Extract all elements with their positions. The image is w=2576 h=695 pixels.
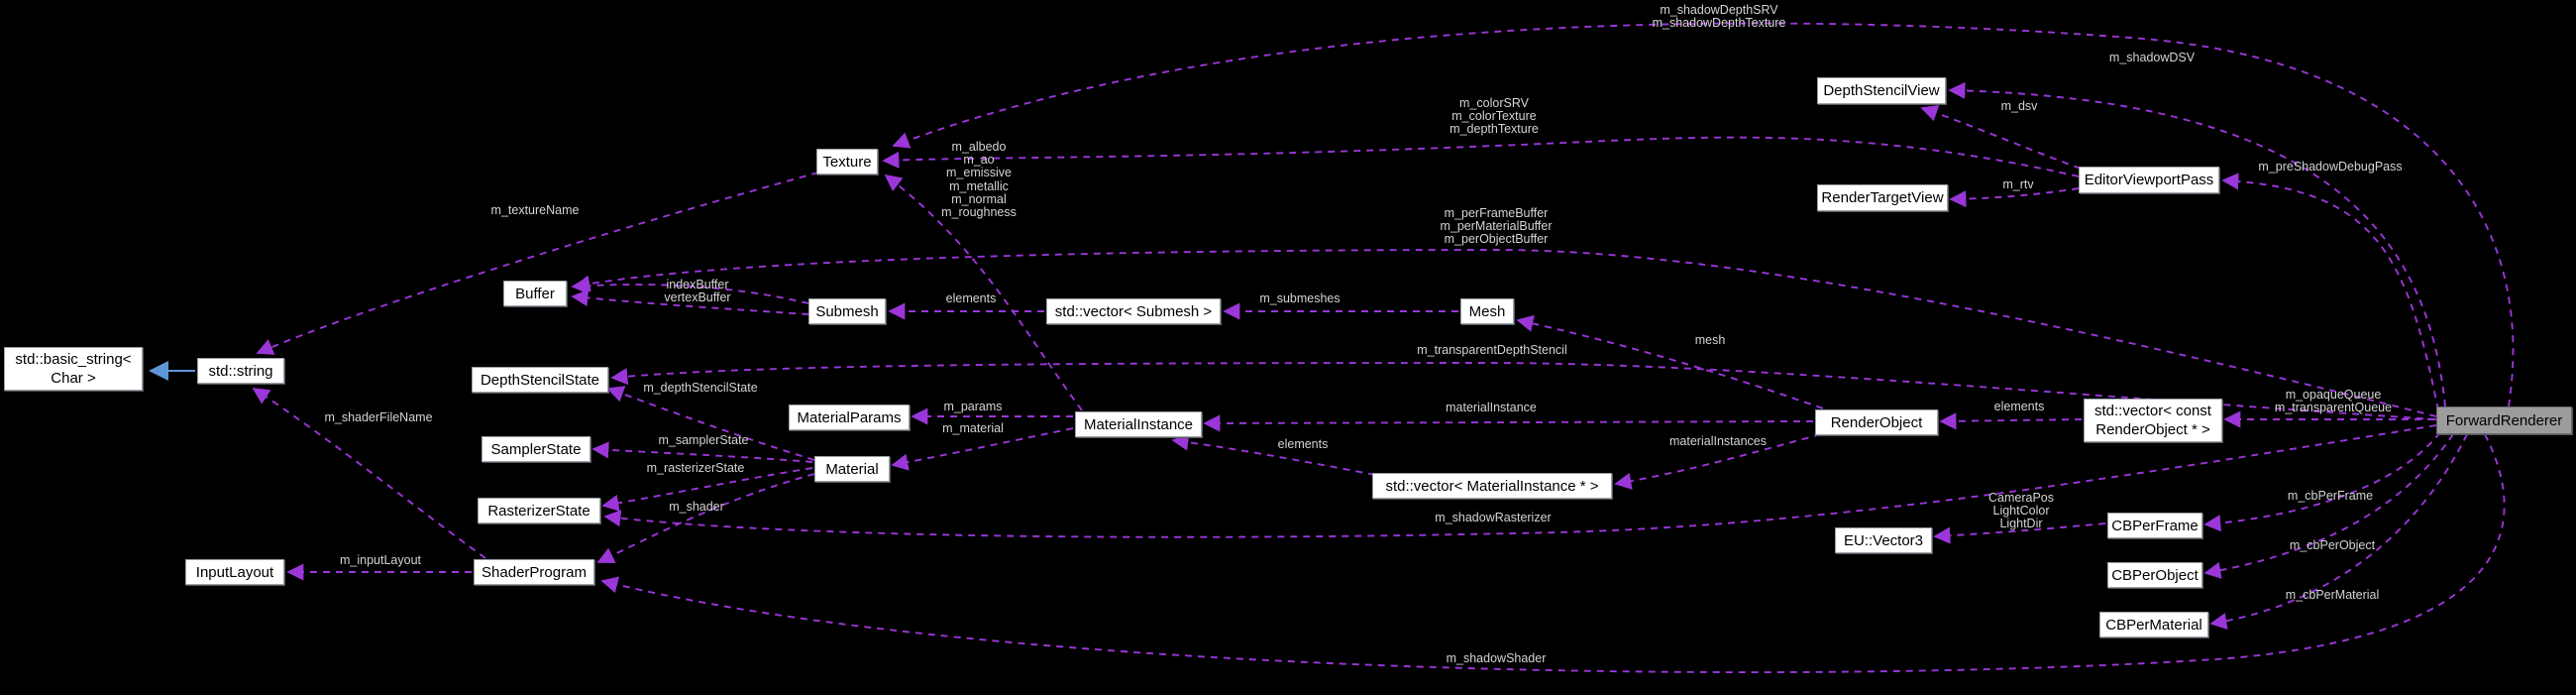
edge-m-shadow-depth-srv-label: m_shadowDepthSRV m_shadowDepthTexture xyxy=(1652,3,1786,31)
edge-m-shadow-shader-label: m_shadowShader xyxy=(1446,651,1547,665)
edge-m-rasterizer-state-label: m_rasterizerState xyxy=(646,461,745,475)
node-depth-stencil-state[interactable]: DepthStencilState xyxy=(472,367,608,393)
edge-m-cb-per-frame xyxy=(2203,431,2441,532)
edge-m-texture-name-label: m_textureName xyxy=(490,203,580,217)
edge-m-depth-stencil-state xyxy=(606,386,815,461)
edge-elements-material-instance xyxy=(1171,433,1376,476)
edge-elements-material-instance-label: elements xyxy=(1277,437,1329,451)
node-render-target-view[interactable]: RenderTargetView xyxy=(1817,184,1948,211)
edge-m-albedo-label: m_albedo m_ao m_emissive m_metallic m_no… xyxy=(941,140,1017,220)
edge-m-transparent-depth-stencil xyxy=(610,362,2437,420)
edge-mesh-label: mesh xyxy=(1694,333,1726,347)
edge-m-dsv xyxy=(1920,104,2082,170)
node-cb-per-material[interactable]: CBPerMaterial xyxy=(2099,612,2208,637)
edge-m-albedo xyxy=(884,174,1083,411)
edge-m-sampler-state-label: m_samplerState xyxy=(658,433,749,447)
node-std-basic-string[interactable]: std::basic_string< Char > xyxy=(4,347,143,391)
edge-elements-render-object xyxy=(1939,412,2083,430)
node-submesh[interactable]: Submesh xyxy=(808,298,886,324)
edge-m-shadow-dsv xyxy=(1948,81,2446,407)
edge-m-transparent-depth-stencil-label: m_transparentDepthStencil xyxy=(1417,343,1567,357)
edge-vertex-buffer xyxy=(571,289,809,315)
node-vector-submesh[interactable]: std::vector< Submesh > xyxy=(1046,298,1221,324)
edge-material-instances xyxy=(1614,433,1822,490)
edge-m-rtv xyxy=(1949,187,2080,208)
edge-m-dsv-label: m_dsv xyxy=(2000,99,2038,113)
edge-m-params-label: m_params xyxy=(943,400,1003,413)
edge-elements-render-object-label: elements xyxy=(1993,400,2045,413)
edge-m-shadow-rasterizer-label: m_shadowRasterizer xyxy=(1435,511,1552,524)
edge-m-color-srv-label: m_colorSRV m_colorTexture m_depthTexture xyxy=(1449,96,1539,137)
edge-m-sampler-state xyxy=(591,441,813,463)
node-render-object[interactable]: RenderObject xyxy=(1815,409,1938,435)
edge-material-instance-label: materialInstance xyxy=(1446,401,1537,414)
node-depth-stencil-view[interactable]: DepthStencilView xyxy=(1817,77,1946,104)
edge-m-rasterizer-state xyxy=(601,467,813,512)
node-input-layout[interactable]: InputLayout xyxy=(185,559,284,585)
edge-camera-pos-label: CameraPos LightColor LightDir xyxy=(1988,491,2054,531)
edge-m-shadow-dsv-label: m_shadowDSV xyxy=(2108,51,2196,64)
edge-m-shader-label: m_shader xyxy=(669,500,724,514)
edge-m-per-frame-buffer xyxy=(573,249,2437,417)
edge-m-cb-per-material xyxy=(2209,433,2468,630)
node-shader-program[interactable]: ShaderProgram xyxy=(474,559,594,585)
node-buffer[interactable]: Buffer xyxy=(503,281,567,306)
edge-m-cb-per-object xyxy=(2203,433,2454,579)
node-mesh[interactable]: Mesh xyxy=(1460,298,1514,324)
node-eu-vector3[interactable]: EU::Vector3 xyxy=(1835,527,1932,553)
edge-m-per-frame-buffer-label: m_perFrameBuffer m_perMaterialBuffer m_p… xyxy=(1440,206,1553,247)
edge-m-shadow-shader xyxy=(600,433,2506,674)
edge-m-shadow-depth-srv xyxy=(892,22,2515,407)
node-texture[interactable]: Texture xyxy=(816,149,878,174)
edge-m-shadow-rasterizer xyxy=(603,424,2437,538)
edge-m-shader-file-name-label: m_shaderFileName xyxy=(324,410,433,424)
node-std-string[interactable]: std::string xyxy=(197,358,284,384)
edge-m-opaque-queue-label: m_opaqueQueue m_transparentQueue xyxy=(2274,388,2393,415)
edge-mesh xyxy=(1516,314,1824,409)
edge-m-material-label: m_material xyxy=(942,421,1004,435)
node-material-instance[interactable]: MaterialInstance xyxy=(1075,411,1202,437)
edge-m-pre-shadow-debug-pass-label: m_preShadowDebugPass xyxy=(2258,160,2403,174)
edge-m-cb-per-frame-label: m_cbPerFrame xyxy=(2287,489,2374,503)
edge-m-submeshes-label: m_submeshes xyxy=(1259,291,1341,305)
node-material[interactable]: Material xyxy=(814,456,890,482)
node-editor-viewport-pass[interactable]: EditorViewportPass xyxy=(2079,167,2219,193)
node-vector-material-instance[interactable]: std::vector< MaterialInstance * > xyxy=(1372,473,1612,499)
edge-m-color-srv xyxy=(882,136,2080,177)
edge-m-pre-shadow-debug-pass xyxy=(2221,173,2439,411)
edge-m-rtv-label: m_rtv xyxy=(2002,177,2034,191)
node-rasterizer-state[interactable]: RasterizerState xyxy=(478,498,600,523)
node-material-params[interactable]: MaterialParams xyxy=(789,405,910,430)
edge-material-instances-label: materialInstances xyxy=(1669,434,1767,448)
edge-m-input-layout-label: m_inputLayout xyxy=(339,553,422,567)
edge-index-buffer xyxy=(571,277,809,304)
edge-m-cb-per-material-label: m_cbPerMaterial xyxy=(2285,588,2380,602)
node-vector-const-render-object[interactable]: std::vector< const RenderObject * > xyxy=(2084,399,2222,442)
edge-material-instance xyxy=(1203,414,1814,432)
node-cb-per-frame[interactable]: CBPerFrame xyxy=(2107,513,2202,538)
node-forward-renderer: ForwardRenderer xyxy=(2436,406,2572,434)
edge-elements-submesh-label: elements xyxy=(945,291,997,305)
edge-index-buffer-label: indexBuffer vertexBuffer xyxy=(664,278,731,305)
edge-m-texture-name xyxy=(256,172,819,355)
edge-m-cb-per-object-label: m_cbPerObject xyxy=(2289,538,2376,552)
edge-m-shader-file-name xyxy=(252,388,486,559)
edge-m-depth-stencil-state-label: m_depthStencilState xyxy=(643,381,758,395)
node-sampler-state[interactable]: SamplerState xyxy=(482,436,590,462)
node-cb-per-object[interactable]: CBPerObject xyxy=(2107,562,2202,588)
edge-m-shader xyxy=(596,473,815,563)
